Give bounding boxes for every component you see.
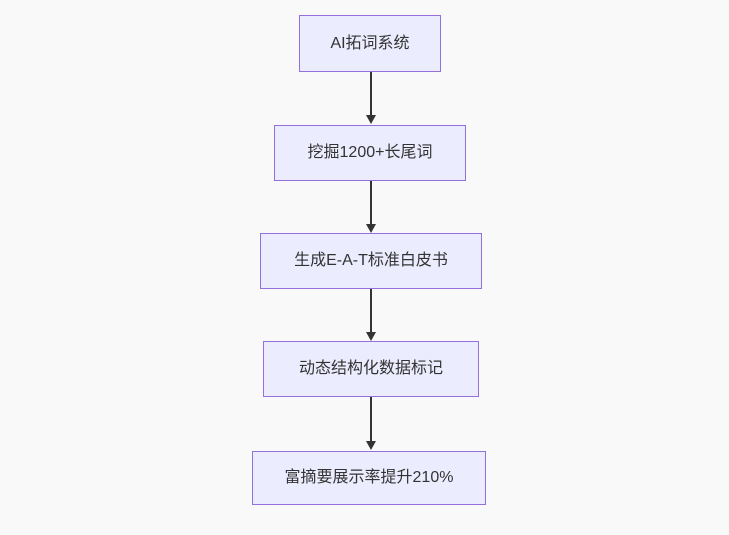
flowchart-node-eat-whitepaper: 生成E-A-T标准白皮书 bbox=[260, 233, 482, 289]
node-label: 富摘要展示率提升210% bbox=[284, 469, 454, 487]
flowchart-node-ai-keyword-system: AI拓词系统 bbox=[299, 15, 441, 72]
arrow-line bbox=[369, 289, 372, 332]
arrow-head-icon bbox=[365, 332, 376, 341]
flowchart-node-rich-snippet-uplift: 富摘要展示率提升210% bbox=[252, 451, 486, 505]
flowchart-arrow-2 bbox=[365, 181, 376, 233]
arrow-line bbox=[369, 181, 372, 224]
arrow-head-icon bbox=[365, 224, 376, 233]
node-label: 动态结构化数据标记 bbox=[298, 360, 443, 378]
node-label: 生成E-A-T标准白皮书 bbox=[294, 252, 448, 270]
flowchart-node-longtail-mining: 挖掘1200+长尾词 bbox=[274, 125, 466, 181]
arrow-head-icon bbox=[365, 441, 376, 450]
arrow-head-icon bbox=[365, 115, 376, 124]
flowchart-arrow-4 bbox=[365, 397, 376, 450]
node-label: AI拓词系统 bbox=[330, 34, 410, 52]
flowchart-arrow-1 bbox=[365, 72, 376, 124]
flowchart-node-structured-data-markup: 动态结构化数据标记 bbox=[263, 341, 479, 397]
node-label: 挖掘1200+长尾词 bbox=[307, 144, 433, 162]
flowchart-arrow-3 bbox=[365, 289, 376, 341]
arrow-line bbox=[369, 72, 372, 115]
arrow-line bbox=[369, 397, 372, 441]
